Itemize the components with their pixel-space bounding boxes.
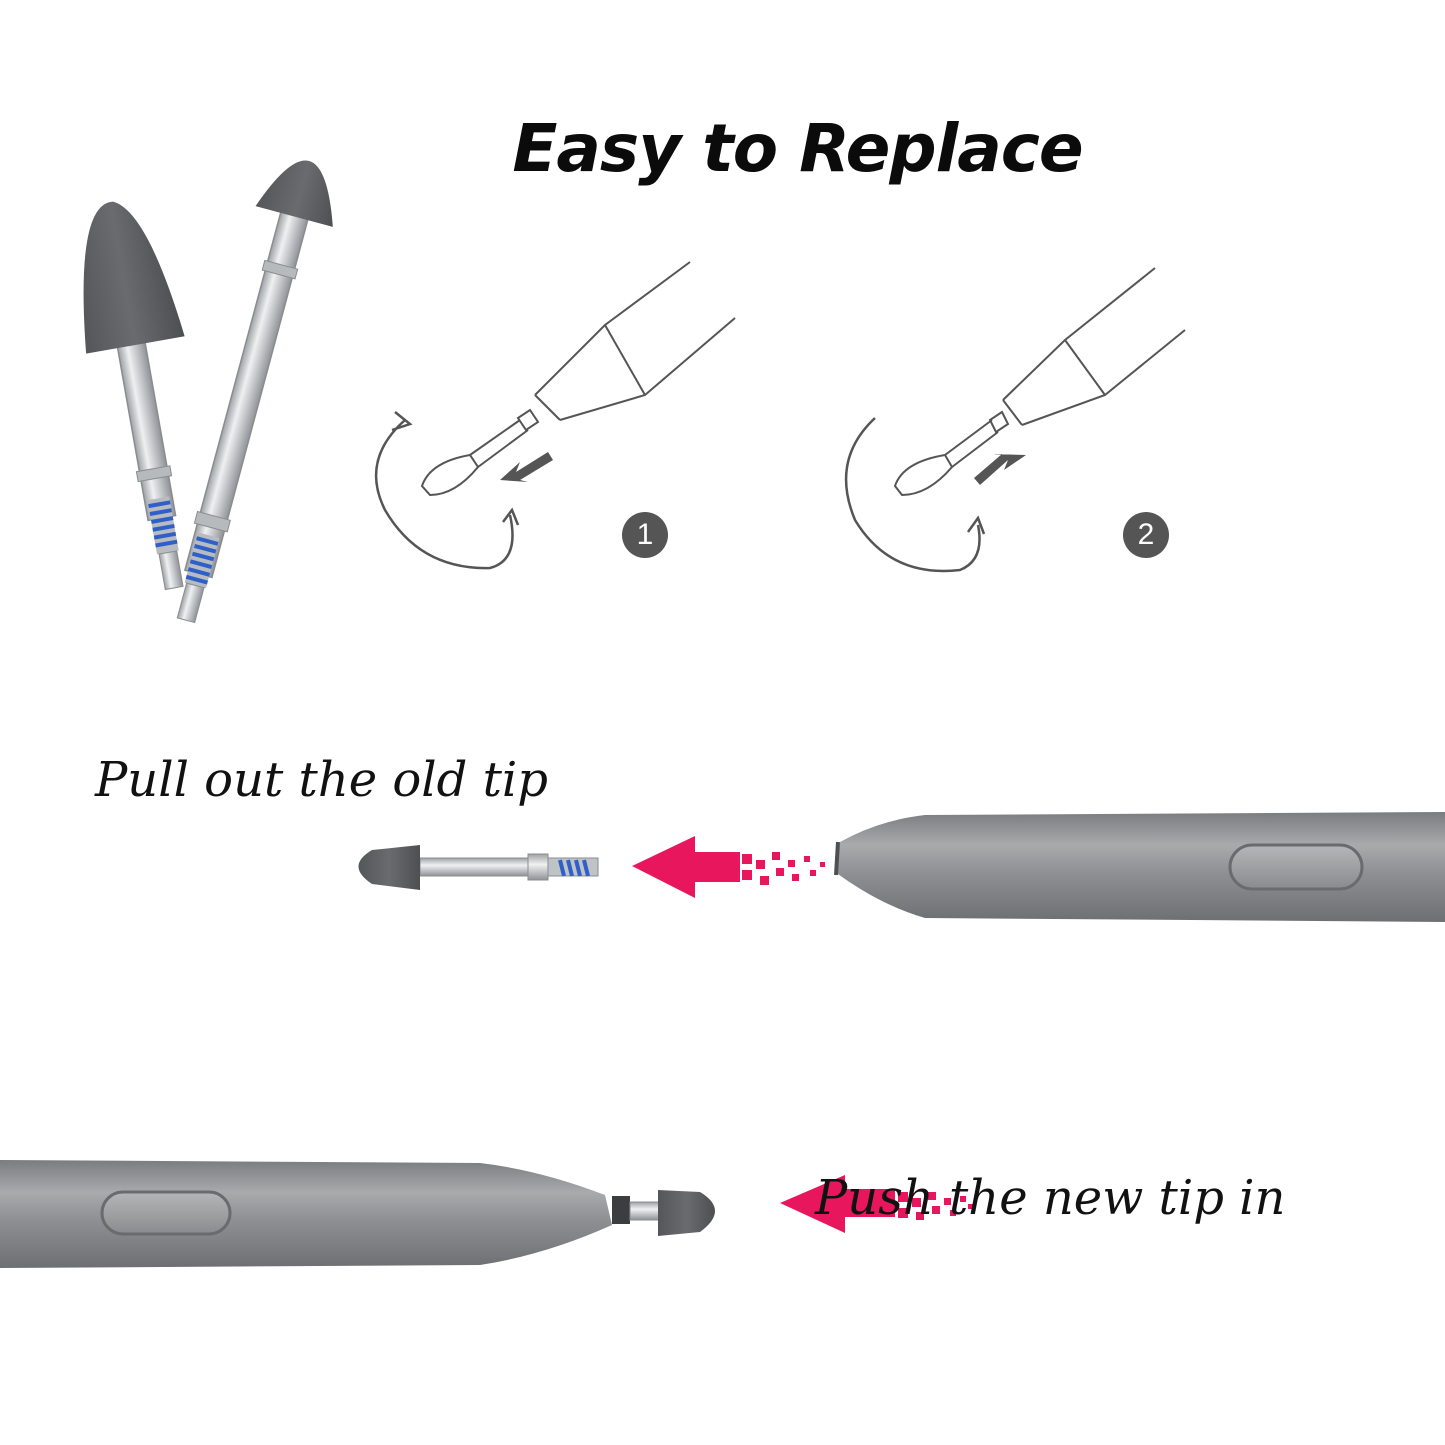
direction-arrow-1 [500,452,553,482]
pen-button-top [1228,843,1364,891]
direction-arrow-2 [974,454,1026,485]
step-2-badge: 2 [1123,512,1169,558]
caption-pull-out: Pull out the old tip [95,752,548,808]
pink-left-arrow-icon [780,1175,973,1233]
spare-tip-left [83,201,185,591]
new-tip [629,1190,715,1236]
spare-tips-photo [83,160,333,624]
caption-push-in: Push the new tip in [815,1170,1286,1226]
page-title: Easy to Replace [512,110,1083,187]
insert-tip-diagram [844,267,1186,573]
step-1-badge: 1 [622,512,668,558]
pink-left-arrow-icon [632,836,825,898]
thread-blue [147,496,179,555]
stylus-pen-bottom [0,1160,630,1268]
old-tip [358,845,599,890]
remove-tip-diagram [374,261,736,570]
stylus-pen-top [834,812,1445,922]
pen-button-bottom [100,1190,232,1236]
spare-tip-right [176,160,333,624]
thread-blue [184,532,220,589]
